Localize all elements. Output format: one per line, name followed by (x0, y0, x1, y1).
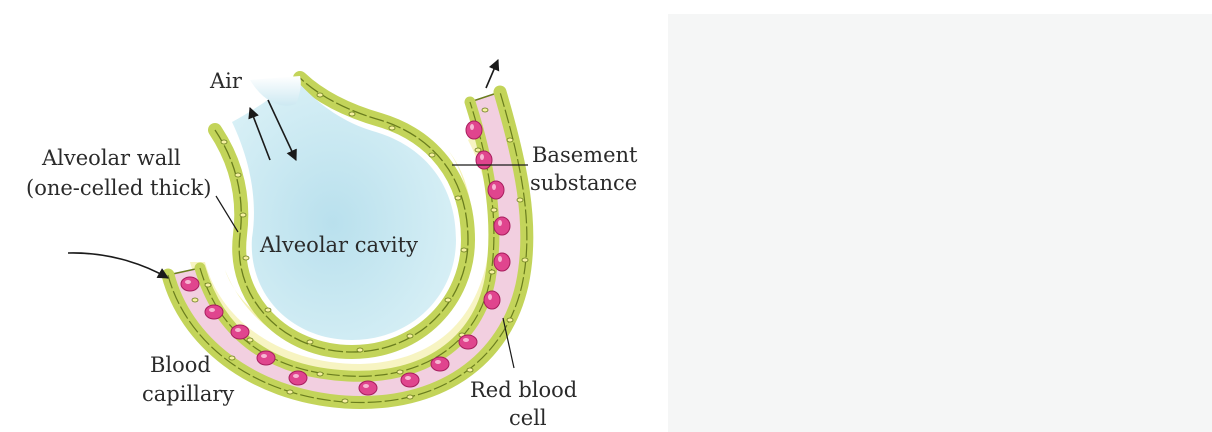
label-rbc-2: cell (509, 407, 547, 429)
alveolar-neck (250, 76, 301, 106)
label-alveolar-wall-2: (one-celled thick) (26, 177, 211, 199)
label-basement-2: substance (530, 172, 637, 194)
label-alveolar-wall-1: Alveolar wall (42, 147, 181, 169)
label-blood: Blood (150, 354, 211, 376)
label-rbc-1: Red blood (470, 379, 577, 401)
label-capillary: capillary (142, 383, 234, 405)
blood-out-arrow (486, 60, 498, 88)
label-alveolar-cavity: Alveolar cavity (260, 234, 418, 256)
label-air: Air (210, 70, 242, 92)
blood-in-arrow (68, 253, 168, 278)
blank-panel (668, 14, 1212, 432)
alveolar-cavity (232, 80, 456, 340)
alveolus-diagram (0, 0, 668, 432)
label-basement-1: Basement (532, 144, 637, 166)
